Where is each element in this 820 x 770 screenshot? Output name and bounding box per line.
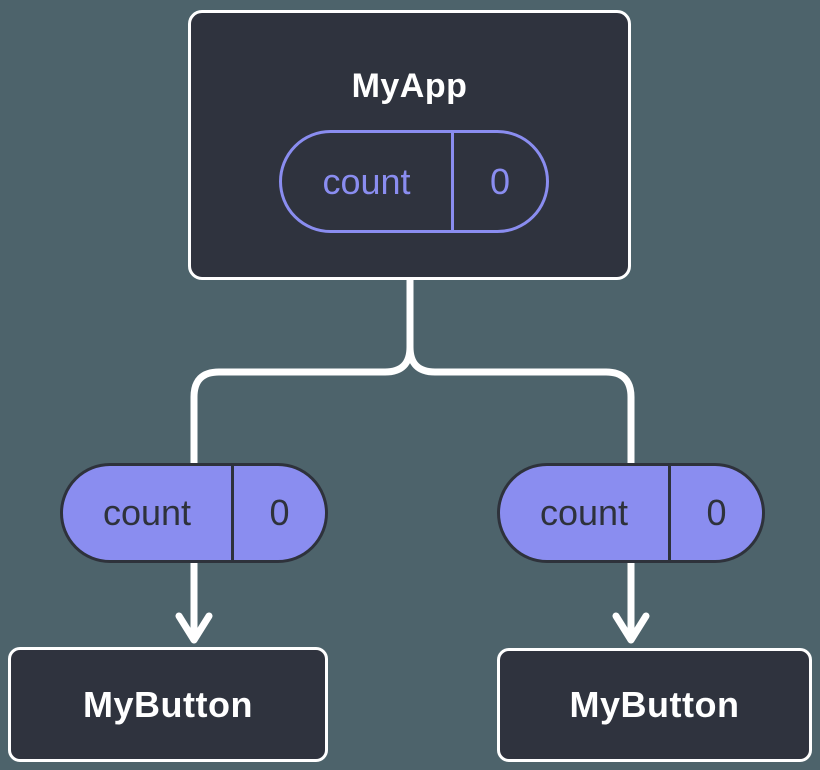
prop-pill-value: 0	[231, 466, 325, 560]
myapp-state-pill: count 0	[279, 130, 549, 233]
myapp-node: MyApp count 0	[188, 10, 631, 280]
mybutton-label: MyButton	[569, 684, 740, 725]
prop-pill-left: count 0	[60, 463, 328, 563]
prop-pill-value: 0	[668, 466, 762, 560]
mybutton-node-right: MyButton	[497, 648, 812, 762]
mybutton-label: MyButton	[83, 683, 253, 725]
arrowhead-right-icon	[612, 612, 650, 644]
mybutton-node-left: MyButton	[8, 647, 328, 762]
state-pill-name: count	[322, 160, 411, 202]
connector-fork-left	[190, 276, 414, 636]
prop-pill-name: count	[102, 492, 192, 533]
prop-pill-right: count 0	[497, 463, 765, 563]
connector-fork-right	[406, 343, 635, 636]
prop-pill-name: count	[539, 492, 629, 533]
state-pill-value: 0	[451, 133, 546, 230]
myapp-label: MyApp	[351, 67, 468, 105]
arrowhead-left-icon	[175, 612, 213, 644]
